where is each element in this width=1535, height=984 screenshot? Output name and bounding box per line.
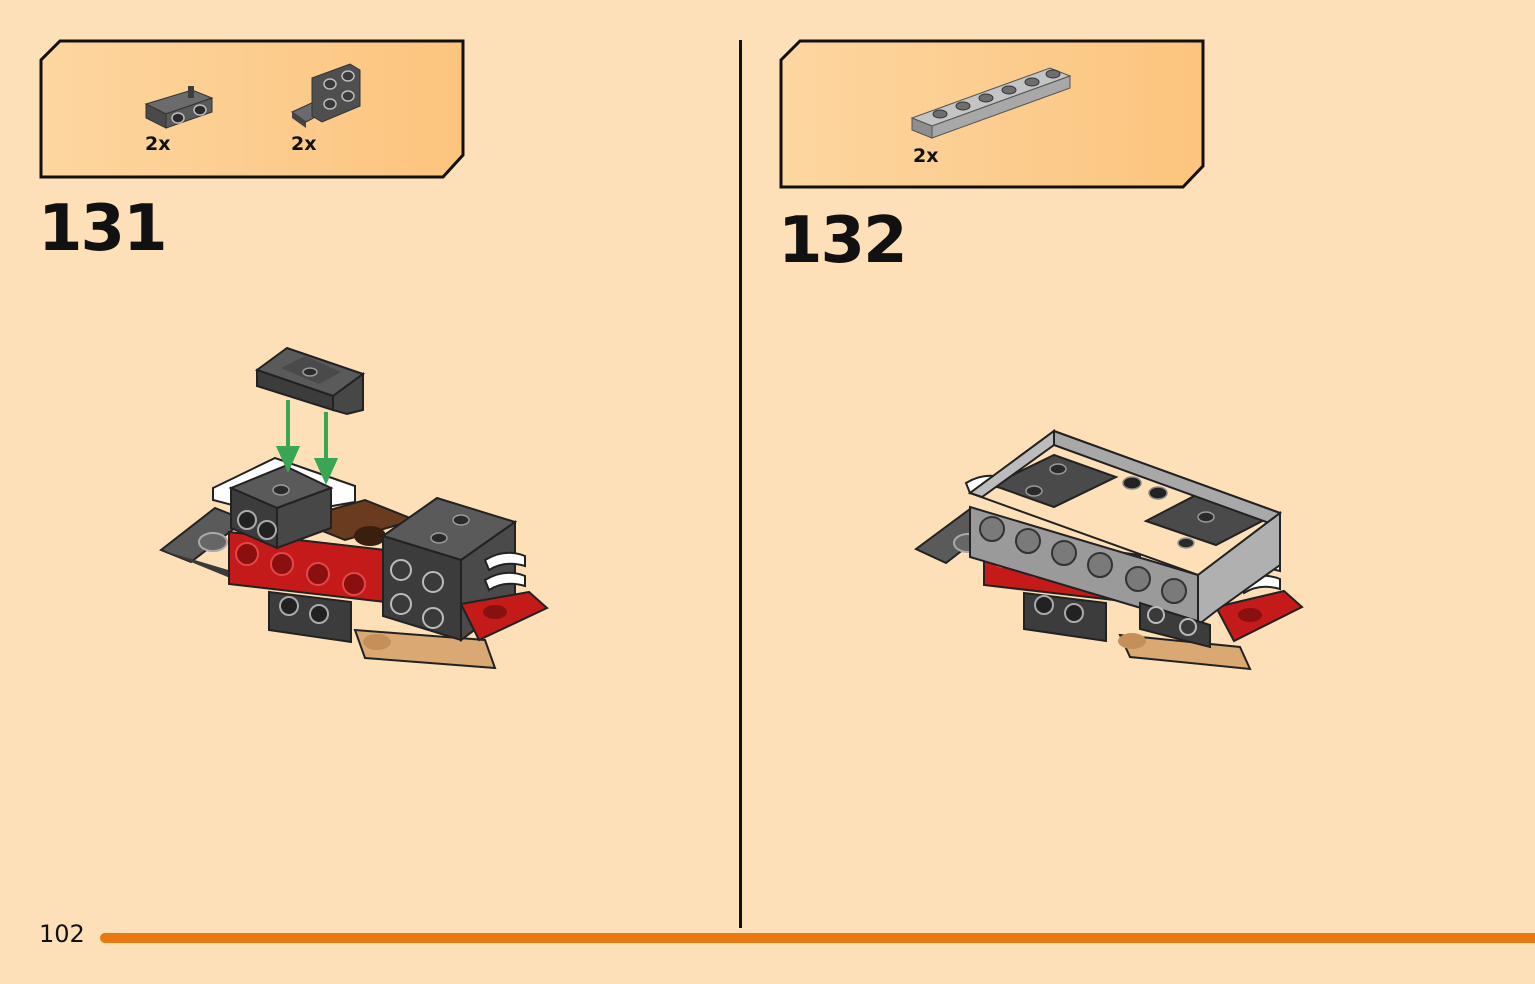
dark-gray-bracket-2x2-icon <box>291 63 361 128</box>
assembly-illustration-step-131 <box>159 346 549 670</box>
parts-callout-step-131: 2x 2x <box>38 38 466 180</box>
part-quantity: 2x <box>291 133 317 155</box>
page-number: 102 <box>39 920 85 948</box>
step-number: 131 <box>38 192 168 266</box>
parts-callout-frame <box>39 39 465 179</box>
light-gray-plate-1x6-icon <box>910 67 1072 139</box>
parts-callout-step-132: 2x <box>778 38 1206 190</box>
dark-gray-bracket-1x2-icon <box>144 86 214 129</box>
part-quantity: 2x <box>145 133 171 155</box>
assembly-illustration-step-132 <box>914 429 1304 671</box>
page-progress-bar <box>100 933 1535 943</box>
part-quantity: 2x <box>913 145 939 167</box>
page-divider <box>739 40 742 928</box>
step-number: 132 <box>778 204 908 278</box>
